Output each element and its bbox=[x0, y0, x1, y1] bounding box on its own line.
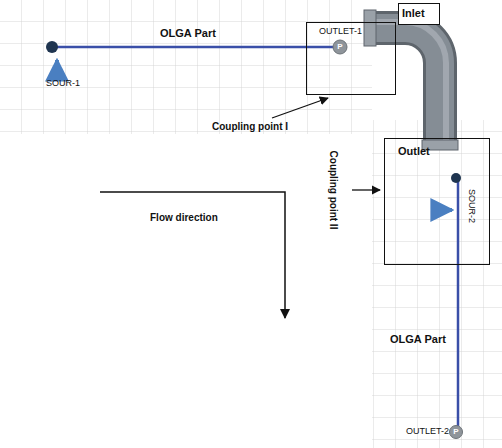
pipe-elbow bbox=[368, 28, 440, 146]
source-name: SOUR-1 bbox=[46, 78, 80, 88]
pipeline bbox=[52, 46, 334, 49]
leader-arrow bbox=[352, 189, 380, 190]
grid-paper bbox=[0, 0, 372, 134]
leader-arrow bbox=[272, 98, 328, 118]
region-label: Inlet bbox=[402, 7, 436, 20]
source-arrow bbox=[55, 60, 59, 74]
pipeline bbox=[457, 180, 460, 426]
pipe-highlight bbox=[368, 22, 446, 146]
outlet-box: OutletSOUR-2 bbox=[384, 138, 490, 265]
part-label: OLGA Part bbox=[390, 333, 446, 346]
source-node bbox=[46, 41, 58, 53]
source-name: SOUR-2 bbox=[467, 189, 477, 223]
inlet-box: Inlet bbox=[398, 3, 440, 25]
region-label: Outlet bbox=[398, 145, 486, 158]
outlet-name: OUTLET-1 bbox=[319, 26, 393, 36]
grid-paper bbox=[372, 120, 502, 448]
outlet-node bbox=[450, 426, 463, 439]
callout-label: Coupling point II bbox=[327, 151, 339, 230]
pipe-elbow bbox=[368, 28, 440, 146]
part-label: OLGA Part bbox=[160, 27, 216, 40]
flow-arrow bbox=[100, 192, 285, 318]
callout-label: Coupling point I bbox=[212, 121, 288, 133]
source-node bbox=[451, 173, 461, 183]
coupling-box: OUTLET-1 bbox=[306, 22, 396, 95]
pin-letter: P bbox=[337, 42, 342, 51]
outlet-node bbox=[333, 40, 347, 54]
pipe-flange bbox=[364, 10, 376, 46]
source-arrow bbox=[438, 208, 452, 212]
pin-letter: P bbox=[453, 427, 458, 436]
flow-label: Flow direction bbox=[150, 212, 218, 224]
outlet-name: OUTLET-2 bbox=[406, 426, 449, 436]
